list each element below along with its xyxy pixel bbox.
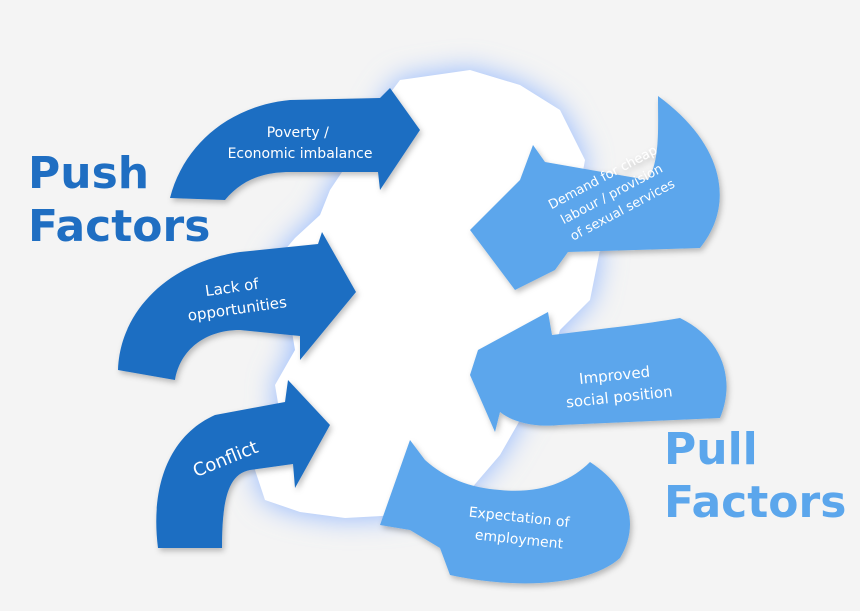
pull-arrow-employment: Expectation of employment [380,440,630,584]
push-title-line1: Push [28,148,150,199]
pull-title-line1: Pull [664,424,758,475]
push-arrow-conflict: Conflict [156,380,330,548]
pull-arrow-social: Improved social position [470,312,727,432]
push-arrow-poverty: Poverty / Economic imbalance [170,88,420,200]
pull-title-line2: Factors [664,476,847,528]
svg-text:Poverty / Economic imbal: Poverty / Economic imbalance [228,125,373,162]
push-arrow-opportunities: Lack of opportunities [118,232,356,380]
push-factors-title: Push Factors [28,148,210,254]
push-arrow-poverty-line1: Poverty / [267,125,329,141]
pull-factors-title: Pull Factors [664,424,846,530]
push-arrow-poverty-line2: Economic imbalance [228,146,373,162]
push-title-line2: Factors [28,200,211,252]
